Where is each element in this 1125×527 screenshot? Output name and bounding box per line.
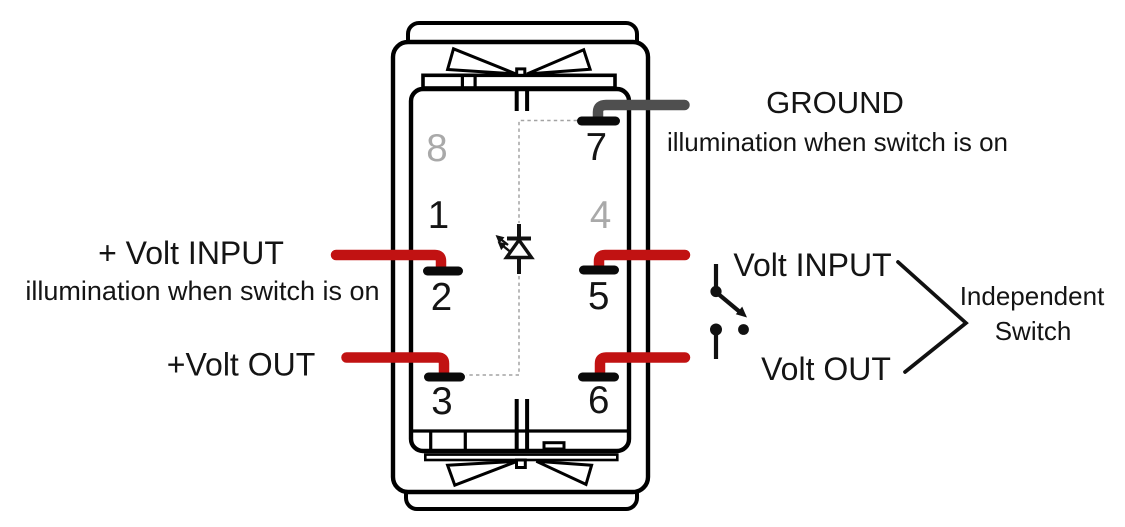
svg-text:5: 5: [588, 275, 609, 318]
svg-text:2: 2: [431, 276, 452, 319]
svg-text:4: 4: [590, 194, 611, 237]
svg-text:Volt INPUT: Volt INPUT: [733, 247, 891, 283]
svg-text:GROUND: GROUND: [766, 85, 904, 120]
svg-text:8: 8: [426, 127, 447, 170]
svg-text:illumination when switch is on: illumination when switch is on: [25, 276, 379, 306]
svg-text:1: 1: [428, 194, 449, 237]
svg-text:Switch: Switch: [995, 316, 1072, 346]
svg-text:6: 6: [588, 379, 609, 422]
svg-text:7: 7: [586, 126, 607, 169]
svg-text:+Volt OUT: +Volt OUT: [167, 347, 316, 383]
svg-text:Independent: Independent: [960, 281, 1105, 311]
svg-text:+ Volt INPUT: + Volt INPUT: [98, 235, 284, 271]
svg-text:Volt OUT: Volt OUT: [761, 351, 891, 387]
svg-text:3: 3: [431, 380, 452, 423]
svg-text:illumination when switch is on: illumination when switch is on: [667, 127, 1008, 157]
